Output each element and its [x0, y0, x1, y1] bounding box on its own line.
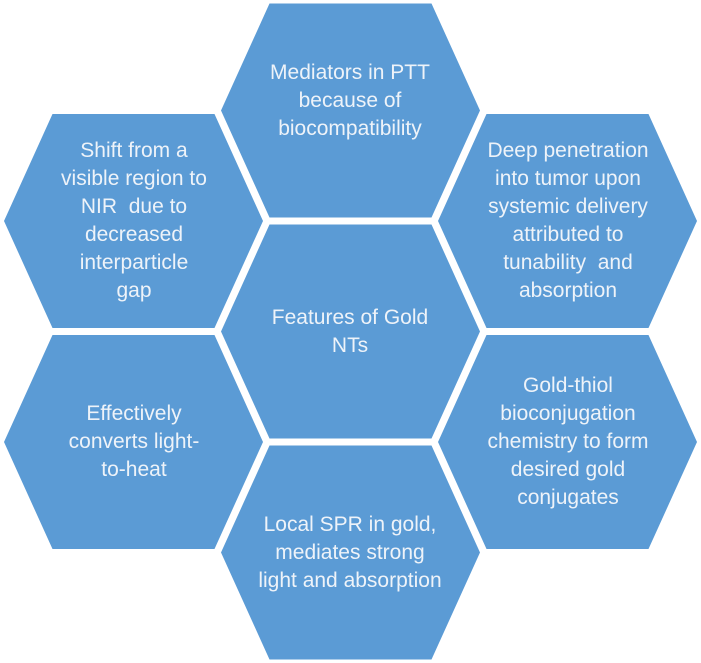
hexagon-shape-lower-left [4, 335, 263, 549]
hexagon-shape-top [221, 3, 480, 218]
hexagon-shape-upper-right [438, 114, 697, 328]
hexagon-shape-bottom [221, 445, 480, 660]
hexagon-shape-lower-right [438, 335, 697, 549]
hexagon-shape-center [221, 224, 480, 439]
hexagon-shape-upper-left [4, 114, 263, 328]
